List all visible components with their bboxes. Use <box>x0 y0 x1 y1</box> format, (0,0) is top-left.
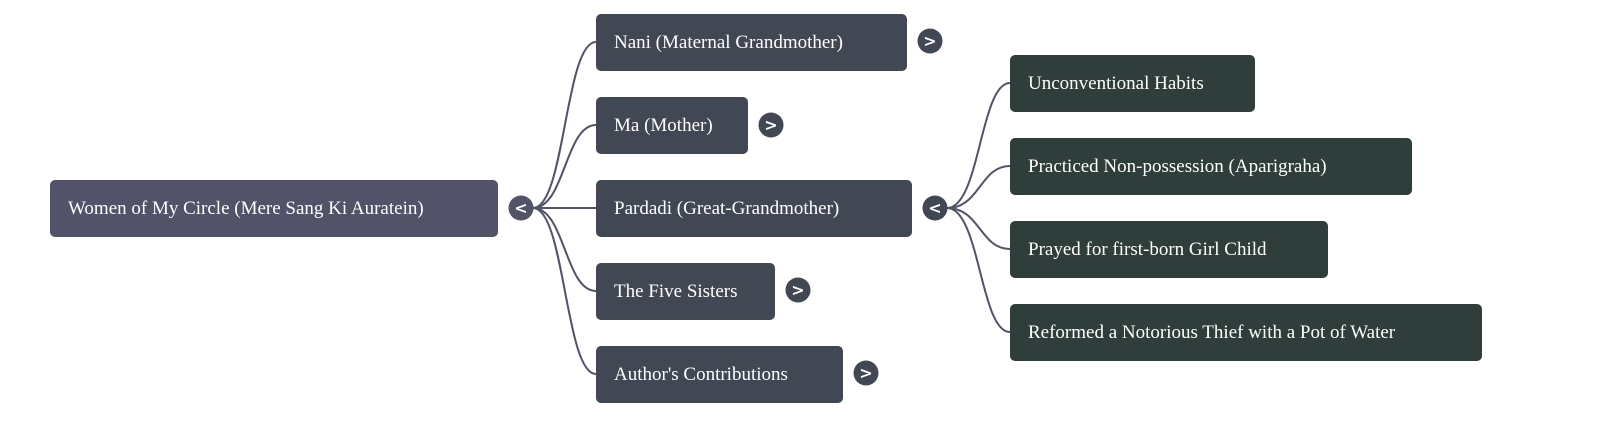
link <box>946 207 1011 250</box>
node-label: Ma (Mother) <box>614 114 713 136</box>
link <box>532 41 597 209</box>
node-non-possession[interactable]: Practiced Non-possession (Aparigraha) <box>1010 138 1412 195</box>
node-label: Practiced Non-possession (Aparigraha) <box>1028 155 1327 177</box>
expand-toggle-nani[interactable]: > <box>917 28 943 54</box>
node-label: Unconventional Habits <box>1028 72 1204 94</box>
collapse-toggle-pardadi[interactable]: < <box>922 195 948 221</box>
node-label: Author's Contributions <box>614 363 788 385</box>
node-label: Nani (Maternal Grandmother) <box>614 31 843 53</box>
link <box>532 124 597 209</box>
node-label: Reformed a Notorious Thief with a Pot of… <box>1028 321 1396 343</box>
node-authors-contributions[interactable]: Author's Contributions <box>596 346 843 403</box>
node-label: Prayed for first-born Girl Child <box>1028 238 1267 260</box>
expand-toggle-five-sisters[interactable]: > <box>785 277 811 303</box>
node-pardadi[interactable]: Pardadi (Great-Grandmother) <box>596 180 912 237</box>
node-label: Women of My Circle (Mere Sang Ki Auratei… <box>68 197 424 219</box>
link <box>532 207 597 375</box>
collapse-toggle-root[interactable]: < <box>508 195 534 221</box>
node-nani[interactable]: Nani (Maternal Grandmother) <box>596 14 907 71</box>
node-ma[interactable]: Ma (Mother) <box>596 97 748 154</box>
link <box>946 165 1011 209</box>
node-unconventional-habits[interactable]: Unconventional Habits <box>1010 55 1255 112</box>
node-label: The Five Sisters <box>614 280 738 302</box>
node-five-sisters[interactable]: The Five Sisters <box>596 263 775 320</box>
node-reformed-thief[interactable]: Reformed a Notorious Thief with a Pot of… <box>1010 304 1482 361</box>
expand-toggle-authors-contributions[interactable]: > <box>853 360 879 386</box>
node-label: Pardadi (Great-Grandmother) <box>614 197 840 219</box>
root-node[interactable]: Women of My Circle (Mere Sang Ki Auratei… <box>50 180 498 237</box>
link <box>532 207 597 292</box>
link <box>946 207 1011 333</box>
expand-toggle-ma[interactable]: > <box>758 112 784 138</box>
link <box>946 82 1011 209</box>
node-prayed-girl-child[interactable]: Prayed for first-born Girl Child <box>1010 221 1328 278</box>
